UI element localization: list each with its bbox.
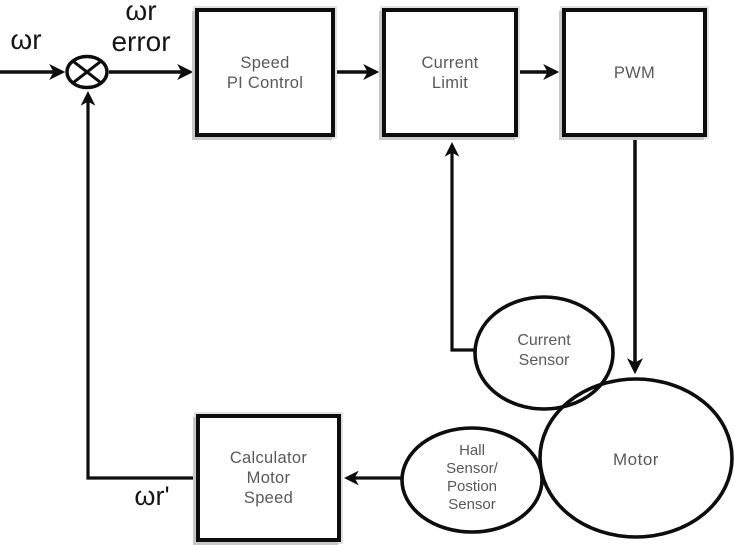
feedback-to-summing-arrow — [80, 91, 196, 480]
error-signal-label: ωr error — [90, 0, 192, 57]
block-speed-pi-label-line2: PI Control — [226, 73, 304, 92]
current-sensor-ellipse — [473, 295, 615, 411]
summing-junction — [65, 54, 109, 90]
block-calculator-label-line1: Calculator — [229, 449, 308, 467]
input-omega-label: ωr — [10, 24, 42, 55]
error-signal-label-line2: error — [111, 26, 171, 57]
block-speed-pi-control: Speed PI Control — [195, 8, 335, 137]
block-pwm: PWM — [562, 8, 707, 137]
block-calculator-label-line2: Motor — [246, 469, 291, 487]
block-speed-pi-label-line1: Speed — [240, 53, 290, 72]
block-current-limit-label-line2: Limit — [431, 73, 469, 92]
current-sensor-to-current-limit-arrow — [444, 142, 476, 352]
block-calculator-label-line3: Speed — [243, 489, 294, 507]
error-signal-label-line1: ωr — [125, 0, 157, 26]
feedback-omega-label: ωr' — [134, 481, 170, 511]
hall-sensor-ellipse — [400, 426, 544, 534]
block-calculator-motor-speed: Calculator Motor Speed — [196, 414, 341, 542]
motor-ellipse — [538, 377, 734, 539]
block-pwm-label: PWM — [613, 63, 656, 82]
block-current-limit: Current Limit — [382, 8, 518, 137]
summing-junction-cross — [72, 60, 102, 84]
block-current-limit-label-line1: Current — [421, 53, 479, 72]
